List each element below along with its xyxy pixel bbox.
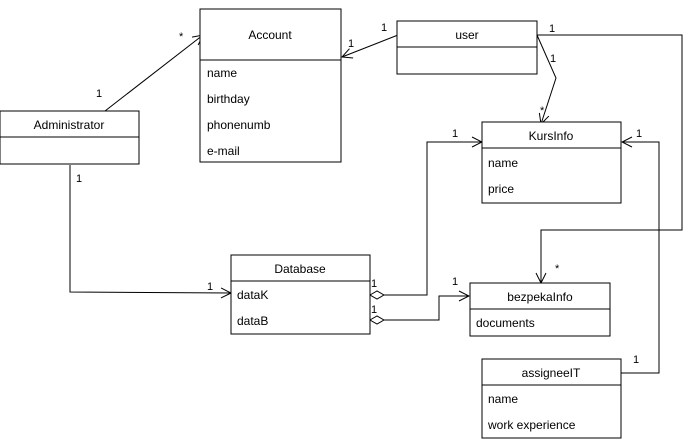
class-account-attribute: phonenumb — [207, 118, 271, 132]
edge-database-bezpekainfo[interactable] — [384, 296, 469, 321]
edge-user-bezpekainfo[interactable] — [537, 34, 683, 283]
class-kursinfo-title: KursInfo — [529, 129, 574, 143]
aggregation-diamond-datab — [368, 315, 386, 325]
class-account[interactable]: Account name birthday phonenumb e-mail — [199, 8, 342, 163]
class-kursinfo-attribute: price — [488, 182, 514, 196]
mult-database-bezpekainfo-source: 1 — [371, 304, 377, 316]
mult-database-kursinfo-target: 1 — [452, 128, 458, 140]
class-account-title: Account — [248, 28, 292, 42]
class-assigneeit-attribute: name — [488, 392, 518, 406]
class-kursinfo-attribute: name — [488, 156, 518, 170]
mult-user-kursinfo-source: 1 — [550, 53, 556, 65]
class-assigneeit-title: assigneeIT — [522, 366, 581, 380]
mult-user-account-target: 1 — [348, 38, 354, 50]
class-database[interactable]: Database dataK dataB — [230, 254, 371, 335]
class-assigneeit[interactable]: assigneeIT name work experience — [481, 358, 622, 439]
edge-assigneeit-kursinfo[interactable] — [621, 142, 660, 374]
edge-user-account[interactable] — [342, 34, 399, 57]
class-kursinfo[interactable]: KursInfo name price — [481, 121, 622, 204]
mult-assigneeit-kursinfo-target: 1 — [636, 128, 642, 140]
class-database-title: Database — [274, 262, 326, 276]
class-user-title: user — [455, 28, 478, 42]
mult-administrator-database-source: 1 — [76, 173, 82, 185]
edge-database-kursinfo[interactable] — [384, 142, 482, 296]
edge-administrator-account[interactable] — [104, 35, 203, 112]
edge-user-kursinfo[interactable] — [536, 34, 557, 124]
edge-administrator-database[interactable] — [69, 165, 231, 293]
class-user[interactable]: user — [396, 20, 538, 75]
class-bezpekainfo-title: bezpekaInfo — [507, 290, 573, 304]
class-database-attribute: dataK — [237, 288, 268, 302]
class-account-attribute: birthday — [207, 92, 250, 106]
class-account-attribute: e-mail — [207, 144, 240, 158]
mult-assigneeit-kursinfo-source: 1 — [633, 354, 639, 366]
mult-user-account-source: 1 — [381, 22, 387, 34]
associations: 1 * 1 1 1 * 1 * 1 1 1 1 1 1 1 1 — [69, 22, 683, 374]
mult-administrator-account-source: 1 — [96, 88, 102, 100]
class-administrator[interactable]: Administrator — [0, 110, 140, 165]
mult-user-bezpekainfo-source: 1 — [549, 23, 555, 35]
class-bezpekainfo-attribute: documents — [476, 316, 535, 330]
mult-administrator-account-target: * — [179, 31, 184, 43]
class-bezpekainfo[interactable]: bezpekaInfo documents — [469, 282, 611, 337]
class-assigneeit-attribute: work experience — [487, 418, 576, 432]
mult-administrator-database-target: 1 — [207, 281, 213, 293]
aggregation-diamond-datak — [368, 290, 386, 300]
class-account-attribute: name — [207, 66, 237, 80]
class-database-attribute: dataB — [237, 314, 268, 328]
mult-user-kursinfo-target: * — [540, 105, 545, 117]
class-administrator-title: Administrator — [34, 118, 105, 132]
mult-user-bezpekainfo-target: * — [555, 263, 560, 275]
mult-database-kursinfo-source: 1 — [371, 278, 377, 290]
mult-database-bezpekainfo-target: 1 — [452, 276, 458, 288]
